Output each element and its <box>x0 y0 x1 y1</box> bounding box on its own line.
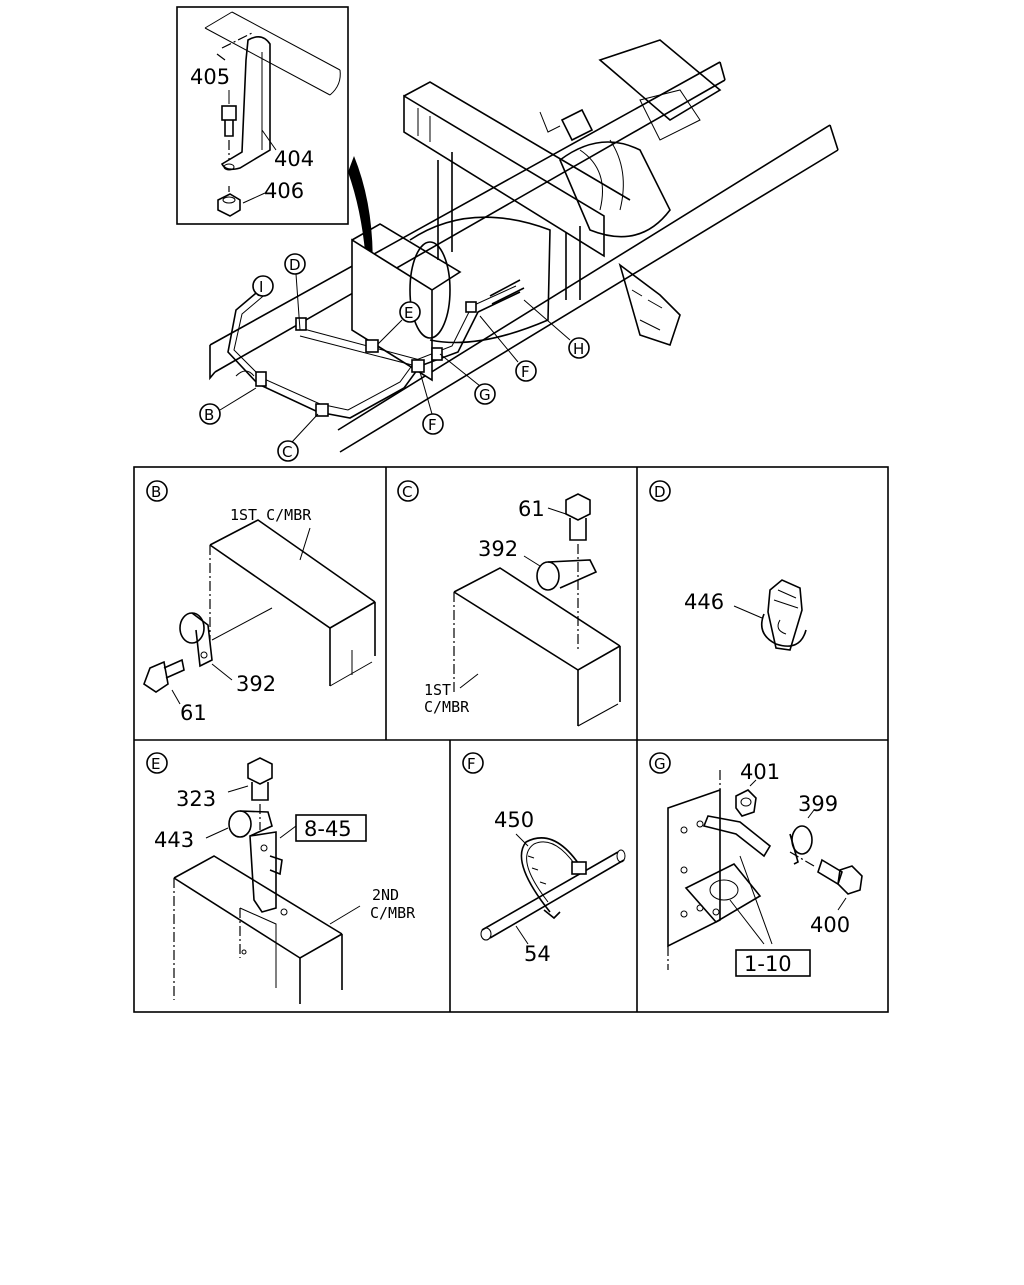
detail-grid <box>133 466 889 1013</box>
panel-g: G 401 399 400 1-10 <box>649 752 863 977</box>
panel-g-label-401: 401 <box>740 760 780 784</box>
panel-b-label-61: 61 <box>180 701 207 725</box>
panel-e-letter: E <box>151 755 160 773</box>
panel-c-letter: C <box>402 483 412 501</box>
panel-f: F 450 54 <box>462 752 626 966</box>
panel-e-ref: 8-45 <box>304 817 352 841</box>
callout-label-d: D <box>289 256 301 274</box>
callout-circle-d <box>284 253 306 275</box>
panel-d: D 446 <box>649 480 807 651</box>
panel-g-label-399: 399 <box>798 792 838 816</box>
callout-label-c: C <box>282 443 292 461</box>
callout-circle-h <box>568 337 590 359</box>
panel-c: C 61 392 1ST C/MBR <box>397 480 621 727</box>
panel-e-label-323: 323 <box>176 787 216 811</box>
panel-e-label-443: 443 <box>154 828 194 852</box>
callout-circle-c <box>277 440 299 462</box>
panel-d-label-446: 446 <box>684 590 724 614</box>
inset-box: 405 404 406 <box>176 6 349 225</box>
panel-e: E 323 443 8-45 2ND C/MBR <box>146 752 416 1004</box>
panel-f-label-54: 54 <box>524 942 551 966</box>
callout-label-b: B <box>204 406 214 424</box>
panel-e-member-line2: C/MBR <box>370 904 416 922</box>
panel-f-letter: F <box>467 755 476 773</box>
callout-circle-f2 <box>515 360 537 382</box>
callout-circle-g <box>474 383 496 405</box>
panel-c-label-61: 61 <box>518 497 545 521</box>
panel-b-label-392: 392 <box>236 672 276 696</box>
inset-label-406: 406 <box>264 179 304 203</box>
panel-g-letter: G <box>654 755 666 773</box>
callout-circle-b <box>199 403 221 425</box>
panel-c-member-line2: C/MBR <box>424 698 470 716</box>
panel-e-member-line1: 2ND <box>372 886 399 904</box>
panel-g-ref-box <box>735 949 811 977</box>
callout-circle-e <box>399 301 421 323</box>
panel-c-label-392: 392 <box>478 537 518 561</box>
inset-label-405: 405 <box>190 65 230 89</box>
chassis-overview <box>209 39 839 453</box>
panel-f-label-450: 450 <box>494 808 534 832</box>
callout-label-g: G <box>479 386 491 404</box>
callout-circle-f1 <box>422 413 444 435</box>
panel-g-label-400: 400 <box>810 913 850 937</box>
callout-label-f1: F <box>428 416 437 434</box>
panel-b-letter: B <box>151 483 161 501</box>
callout-label-i: I <box>259 278 263 296</box>
callout-circle-i <box>252 275 274 297</box>
panel-d-letter: D <box>654 483 666 501</box>
inset-label-404: 404 <box>274 147 314 171</box>
callout-label-f2: F <box>521 363 530 381</box>
panel-c-member-line1: 1ST <box>424 681 451 699</box>
callout-label-h: H <box>573 340 584 358</box>
panel-b-member-label: 1ST C/MBR <box>230 506 312 524</box>
callout-label-e: E <box>404 304 413 322</box>
overview-callouts: I D E B C F G F H <box>199 253 590 462</box>
panel-e-ref-box <box>295 814 367 842</box>
panel-b: B 1ST C/MBR 392 61 <box>143 480 376 725</box>
panel-g-ref: 1-10 <box>744 952 792 976</box>
pointer-arrow <box>348 156 373 334</box>
